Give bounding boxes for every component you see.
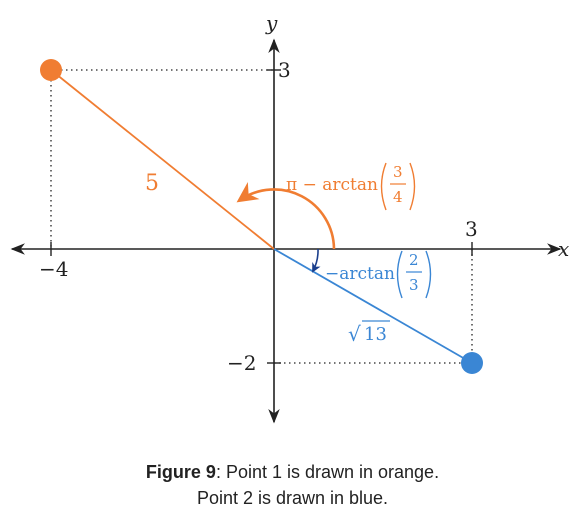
point2-marker [461, 352, 483, 374]
paren-right [409, 162, 416, 211]
point1-angle-label: π − arctan 3 4 [286, 162, 416, 211]
point2-length-label: √ 13 [348, 320, 390, 346]
y-tick-label-3: 3 [278, 58, 291, 82]
point1-angle-num: 3 [393, 163, 403, 181]
paren-left [380, 162, 387, 211]
point2-angle-label: −arctan 2 3 [325, 250, 432, 299]
point1-angle-prefix: π − arctan [286, 175, 378, 195]
paren-left [396, 250, 403, 299]
point2-angle-den: 3 [409, 276, 419, 294]
point1-angle-den: 4 [393, 188, 403, 206]
y-axis-label: y [265, 11, 278, 35]
point2-angle-prefix: −arctan [325, 264, 395, 284]
point1-marker [40, 59, 62, 81]
x-tick-label-neg4: −4 [39, 257, 68, 281]
coordinate-diagram: x y −4 3 3 −2 5 √ 13 π − arctan 3 4 −arc… [10, 11, 569, 424]
figure-caption-text: : Point 1 is drawn in orange. [215, 462, 440, 482]
angle-arc-point1 [236, 182, 336, 250]
x-tick-label-3: 3 [465, 217, 478, 241]
angle-arc-point2 [312, 248, 321, 273]
x-axis-label: x [558, 237, 569, 261]
point2-angle-num: 2 [409, 251, 419, 269]
segment-origin-to-point2 [273, 248, 473, 364]
figure-caption-label: Figure 9 [145, 462, 216, 482]
sqrt-symbol: √ [348, 322, 361, 346]
sqrt-radicand: 13 [364, 324, 387, 345]
y-tick-label-neg2: −2 [227, 351, 256, 375]
figure-caption-line1: Figure 9: Point 1 is drawn in orange. [0, 462, 585, 483]
figure-caption-line2: Point 2 is drawn in blue. [196, 488, 389, 508]
paren-right [425, 250, 432, 299]
segment-origin-to-point1 [50, 69, 275, 250]
point1-length-label: 5 [145, 171, 159, 196]
